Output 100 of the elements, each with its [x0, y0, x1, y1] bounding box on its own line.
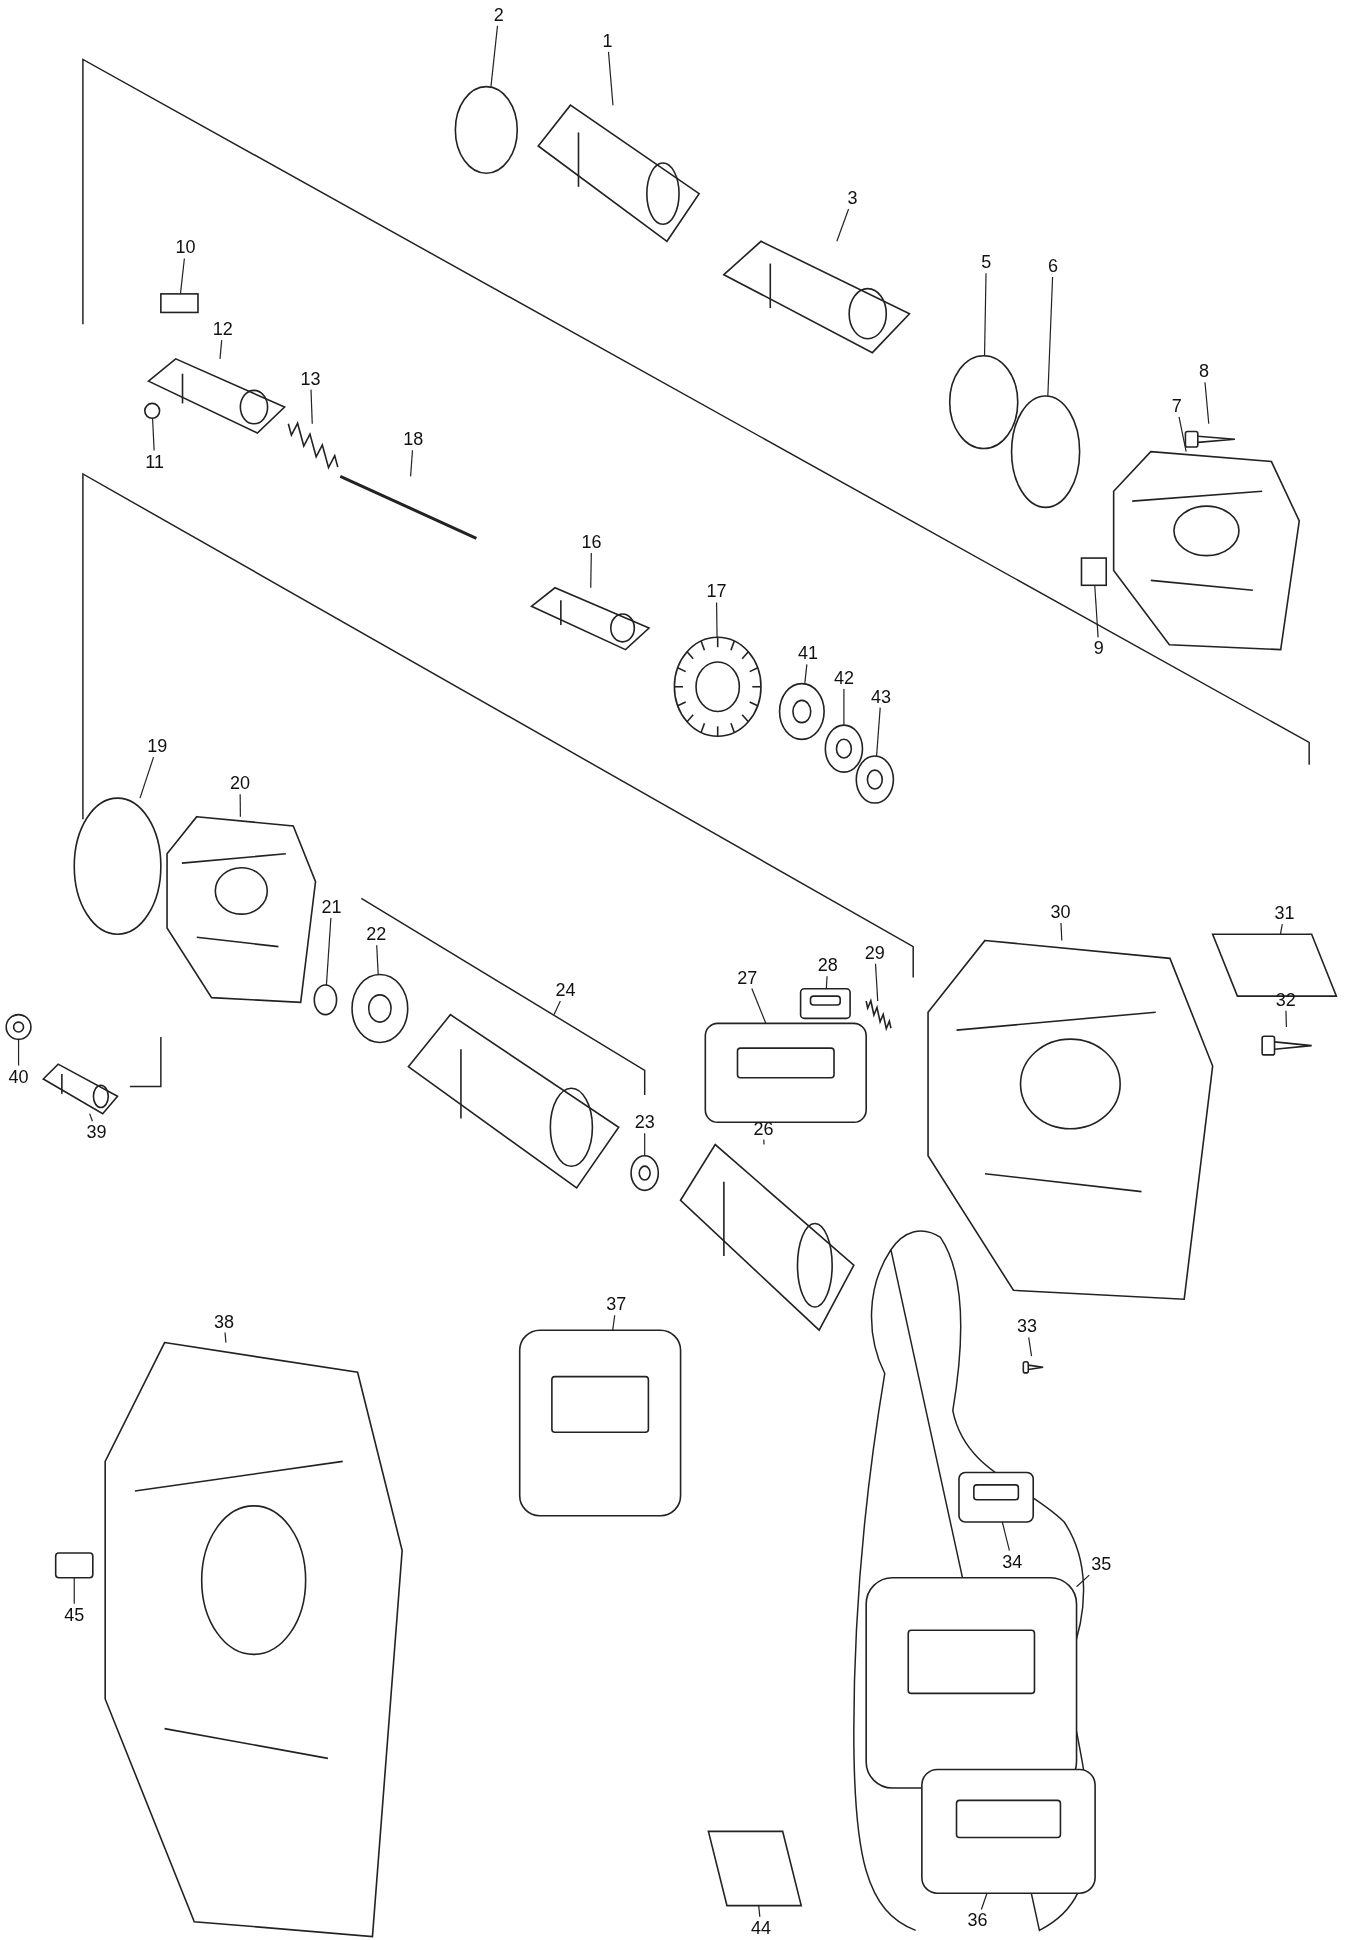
- callout-number: 8: [1190, 360, 1218, 383]
- leader-line: [876, 707, 881, 757]
- gear-drawing: [673, 636, 762, 738]
- leader-line: [219, 339, 223, 360]
- leader-line: [376, 944, 379, 976]
- callout-number: 18: [399, 428, 428, 451]
- callout-number: 37: [602, 1293, 631, 1316]
- leader-line: [716, 601, 718, 638]
- ball-bearing-drawing: [630, 1154, 660, 1192]
- o-ring-drawing: [454, 85, 519, 175]
- leader-line: [1075, 1574, 1090, 1588]
- callout-number: 7: [1162, 394, 1191, 417]
- leader-line: [836, 208, 850, 242]
- sleeve-drawing: [537, 104, 701, 243]
- leader-line: [751, 987, 767, 1024]
- o-ring-drawing: [73, 797, 162, 936]
- callout-number: 41: [794, 642, 822, 665]
- leader-line: [1047, 276, 1054, 397]
- rod-drawing: [339, 475, 478, 540]
- callout-number: 27: [733, 966, 762, 989]
- leader-line: [1060, 922, 1063, 941]
- leader-line: [612, 1314, 616, 1331]
- callout-number: 24: [551, 978, 580, 1001]
- washer-drawing: [855, 755, 895, 804]
- callout-number: 34: [998, 1550, 1027, 1573]
- callout-number: 23: [630, 1111, 659, 1134]
- leader-line: [980, 1892, 988, 1911]
- leader-line: [983, 272, 987, 357]
- controller-housing-drawing: [921, 1768, 1096, 1894]
- callout-number: 39: [82, 1121, 111, 1144]
- leader-line: [17, 1038, 20, 1067]
- washer-drawing: [824, 724, 864, 773]
- retaining-ring-drawing: [313, 984, 338, 1016]
- ring-spring-drawing: [1010, 395, 1081, 509]
- leader-line: [1094, 584, 1099, 638]
- leader-line: [325, 917, 332, 986]
- callout-number: 11: [140, 450, 169, 473]
- washer-drawing: [778, 682, 825, 741]
- callout-number: 43: [867, 685, 895, 708]
- callout-number: 9: [1084, 637, 1113, 660]
- callout-number: 13: [296, 367, 325, 390]
- callout-number: 36: [963, 1909, 992, 1932]
- leader-line: [590, 552, 592, 589]
- leader-line: [1204, 381, 1210, 425]
- leader-line: [804, 663, 808, 685]
- ball-bearing-drawing: [351, 973, 409, 1044]
- retaining-ring-drawing: [948, 354, 1019, 450]
- gear-housing-drawing: [1112, 450, 1301, 651]
- callout-number: 44: [747, 1916, 775, 1939]
- housing-drawing: [927, 939, 1214, 1301]
- leader-line: [73, 1577, 75, 1605]
- housing-drawing: [104, 1341, 403, 1938]
- screw-drawing: [1261, 1035, 1313, 1056]
- callout-number: 31: [1270, 902, 1299, 925]
- clutch-sleeve-drawing: [722, 240, 911, 354]
- screw-drawing: [1022, 1360, 1044, 1374]
- washer-drawing: [5, 1013, 32, 1041]
- callout-number: 1: [593, 29, 622, 52]
- leader-line: [1028, 1336, 1033, 1357]
- armature-drawing: [407, 1013, 620, 1190]
- label-drawing: [707, 1830, 803, 1907]
- leader-line: [239, 793, 241, 818]
- callout-number: 21: [317, 896, 346, 918]
- leader-line: [224, 1331, 227, 1344]
- steel-ball-drawing: [144, 402, 161, 420]
- leader-line: [139, 756, 155, 799]
- leader-line: [1001, 1521, 1011, 1552]
- callout-number: 38: [209, 1310, 238, 1333]
- callout-number: 26: [749, 1117, 778, 1140]
- leader-line: [825, 975, 828, 990]
- leader-line: [89, 1113, 94, 1122]
- callout-number: 12: [208, 318, 237, 341]
- callout-number: 6: [1039, 255, 1067, 278]
- leader-line: [874, 963, 879, 1002]
- callout-number: 2: [484, 3, 513, 26]
- leader-line: [843, 688, 845, 726]
- switch-lever-drawing: [704, 1022, 867, 1124]
- label-drawing: [54, 1552, 94, 1579]
- leader-line: [763, 1138, 765, 1146]
- spindle-drawing: [147, 357, 286, 435]
- leader-line: [179, 257, 185, 295]
- spring-drawing: [865, 998, 892, 1032]
- callout-number: 5: [972, 251, 1001, 274]
- shaft-drawing: [42, 1063, 119, 1115]
- leader-line: [151, 417, 155, 452]
- callout-number: 33: [1013, 1315, 1042, 1338]
- leader-line: [553, 1000, 561, 1016]
- leader-line: [310, 389, 313, 425]
- spring-drawing: [287, 421, 339, 470]
- callout-number: 22: [362, 923, 391, 946]
- bearing-housing-drawing: [166, 815, 317, 1004]
- callout-number: 35: [1087, 1553, 1116, 1576]
- leader-line: [758, 1905, 761, 1918]
- leader-line: [1178, 416, 1187, 453]
- callout-number: 28: [813, 954, 842, 977]
- leader-line: [607, 51, 614, 106]
- callout-number: 45: [60, 1603, 89, 1626]
- callout-number: 42: [829, 667, 858, 690]
- callout-number: 3: [838, 186, 867, 209]
- callout-number: 10: [171, 236, 200, 259]
